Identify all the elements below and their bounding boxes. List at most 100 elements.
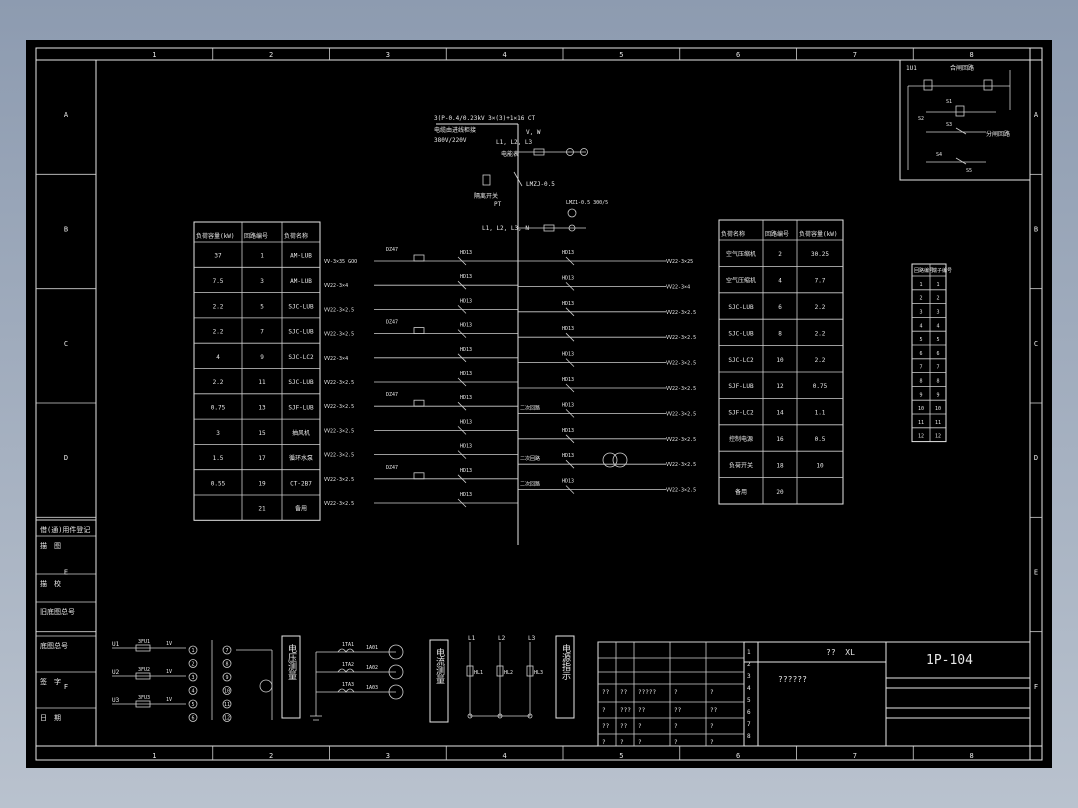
right-feeder-switch: HD13 bbox=[562, 453, 574, 459]
right-table-header: 回路编号 bbox=[765, 230, 789, 238]
terminal-table-cell: 8 bbox=[919, 379, 922, 385]
title-block-cell: ? bbox=[638, 739, 642, 746]
terminal-table-cell: 3 bbox=[936, 310, 939, 316]
control-contact-s5: S5 bbox=[966, 168, 972, 174]
left-feeder-switch: HD13 bbox=[460, 298, 472, 304]
left-feeder-cable: VV22-3×2.5 bbox=[324, 501, 354, 507]
terminal-table-cell: 8 bbox=[936, 379, 939, 385]
right-table-cell: 10 bbox=[816, 462, 824, 469]
terminal-table-cell: 7 bbox=[936, 365, 939, 371]
control-label-close: 合闸回路 bbox=[950, 64, 974, 72]
control-contact-s2: S2 bbox=[918, 116, 924, 122]
zone-row-left-F: F bbox=[64, 683, 68, 691]
zone-row-left-C: C bbox=[64, 340, 68, 348]
left-table-cell: SJC-LUB bbox=[288, 329, 314, 336]
right-table-cell: 30.25 bbox=[811, 251, 829, 258]
title-block-number: 2 bbox=[747, 661, 751, 668]
terminal-table-cell: 11 bbox=[935, 420, 941, 426]
left-table-cell: 17 bbox=[258, 455, 266, 462]
right-feeder-cable: VV22-3×2.5 bbox=[666, 462, 696, 468]
left-table-cell: 13 bbox=[258, 404, 266, 411]
zone-col-top-7: 7 bbox=[853, 51, 857, 59]
right-table-cell: SJF-LUB bbox=[728, 383, 754, 390]
left-table-cell: 循环水泵 bbox=[289, 454, 313, 462]
right-feeder-cable: VV22-3×2.5 bbox=[666, 488, 696, 494]
left-feeder-cable: VV22-3×2.5 bbox=[324, 307, 354, 313]
zone-col-bottom-5: 5 bbox=[619, 752, 623, 760]
zone-row-right-A: A bbox=[1034, 111, 1039, 119]
terminal-table-cell: 12 bbox=[918, 434, 924, 440]
right-table-cell: 1.1 bbox=[815, 410, 826, 417]
right-table-cell: 18 bbox=[776, 462, 784, 469]
left-table-cell: 3 bbox=[216, 430, 220, 437]
title-block-cell: ?? bbox=[674, 707, 682, 714]
terminal-table-cell: 4 bbox=[936, 323, 939, 329]
left-table-header: 负荷名称 bbox=[284, 232, 308, 240]
title-block-cell: ? bbox=[710, 739, 714, 746]
title-block-cell: ?? bbox=[710, 707, 718, 714]
drawing-number: 1P-104 bbox=[926, 653, 973, 668]
right-feeder-cable: VV22-3×2.5 bbox=[666, 437, 696, 443]
left-table-cell: 9 bbox=[260, 354, 264, 361]
s-lamp-label: HL3 bbox=[534, 670, 543, 676]
left-table-cell: 15 bbox=[258, 430, 266, 437]
right-feeder-contact: 二次回路 bbox=[520, 455, 540, 462]
left-table-cell: 5 bbox=[260, 303, 264, 310]
right-feeder-switch: HD13 bbox=[562, 352, 574, 358]
v-terminal: 10 bbox=[224, 689, 230, 695]
v-terminal: 12 bbox=[224, 716, 230, 722]
c-out-label: 1A03 bbox=[366, 685, 378, 691]
zone-col-bottom-3: 3 bbox=[386, 752, 390, 760]
feeder-circuits: VV-3×35 GOOHD13DZ47VV22-3×4HD13VV22-3×2.… bbox=[324, 247, 696, 508]
left-feeder-cable: VV-3×35 GOO bbox=[324, 259, 357, 265]
terminal-table-cell: 10 bbox=[935, 406, 941, 412]
meter-label: 电能表 bbox=[501, 150, 519, 158]
zone-col-top-2: 2 bbox=[269, 51, 273, 59]
v-fuse-label: 3FU2 bbox=[138, 667, 150, 673]
v-terminal: 4 bbox=[191, 689, 194, 695]
left-table-cell: 19 bbox=[258, 480, 266, 487]
right-feeder-switch: HD13 bbox=[562, 479, 574, 485]
right-table-cell: 空气压缩机 bbox=[726, 250, 756, 258]
s-lamp-label: HL2 bbox=[504, 670, 513, 676]
title-block-cell: ?? bbox=[620, 689, 628, 696]
v-phase-label: U1 bbox=[112, 641, 120, 648]
right-table-cell: 2.2 bbox=[815, 357, 826, 364]
left-strip-item: 描 校 bbox=[40, 579, 61, 588]
c-ct-label: 1TA2 bbox=[342, 662, 354, 668]
left-strip-item: 签 字 bbox=[40, 677, 61, 686]
right-table-cell: 0.75 bbox=[813, 383, 828, 390]
supply-spec: 3(P-0.4/0.23kV 3×(3)+1×16 CT bbox=[434, 115, 536, 122]
left-table-cell: 2.2 bbox=[213, 303, 224, 310]
c-out-label: 1A02 bbox=[366, 665, 378, 671]
zone-row-left-B: B bbox=[64, 226, 68, 234]
terminal-table-cell: 10 bbox=[918, 406, 924, 412]
title-block-number: 4 bbox=[747, 685, 751, 692]
left-feeder-cable: VV22-3×2.5 bbox=[324, 404, 354, 410]
current-label: 电流测量 bbox=[434, 647, 445, 684]
right-table-cell: 2.2 bbox=[815, 304, 826, 311]
title-block-number: 3 bbox=[747, 673, 751, 680]
right-feeder-switch: HD13 bbox=[562, 402, 574, 408]
v-phase-label: U2 bbox=[112, 669, 120, 676]
right-table-cell: SJF-LC2 bbox=[728, 410, 754, 417]
title-block-cell: ? bbox=[638, 723, 642, 730]
left-feeder-switch: HD13 bbox=[460, 492, 472, 498]
title-block-cell: ??? bbox=[620, 707, 631, 714]
right-table-cell: SJC-LUB bbox=[728, 304, 754, 311]
left-table-cell: 11 bbox=[258, 379, 266, 386]
title-block-cell: ? bbox=[710, 689, 714, 696]
left-table-cell: 2.2 bbox=[213, 329, 224, 336]
incoming-supply: 3(P-0.4/0.23kV 3×(3)+1×16 CT 电缆由进线柜接 380… bbox=[434, 115, 608, 545]
title-block-number: 1 bbox=[747, 649, 751, 656]
right-feeder-cable: VV22-3×2.5 bbox=[666, 335, 696, 341]
left-feeder-cable: VV22-3×2.5 bbox=[324, 332, 354, 338]
s-phase-label: L2 bbox=[498, 635, 506, 642]
terminal-table-cell: 5 bbox=[936, 337, 939, 343]
left-feeder-breaker: DZ47 bbox=[386, 320, 398, 326]
right-table-cell: 20 bbox=[776, 489, 784, 496]
title-block-cell: ????? bbox=[638, 689, 656, 696]
